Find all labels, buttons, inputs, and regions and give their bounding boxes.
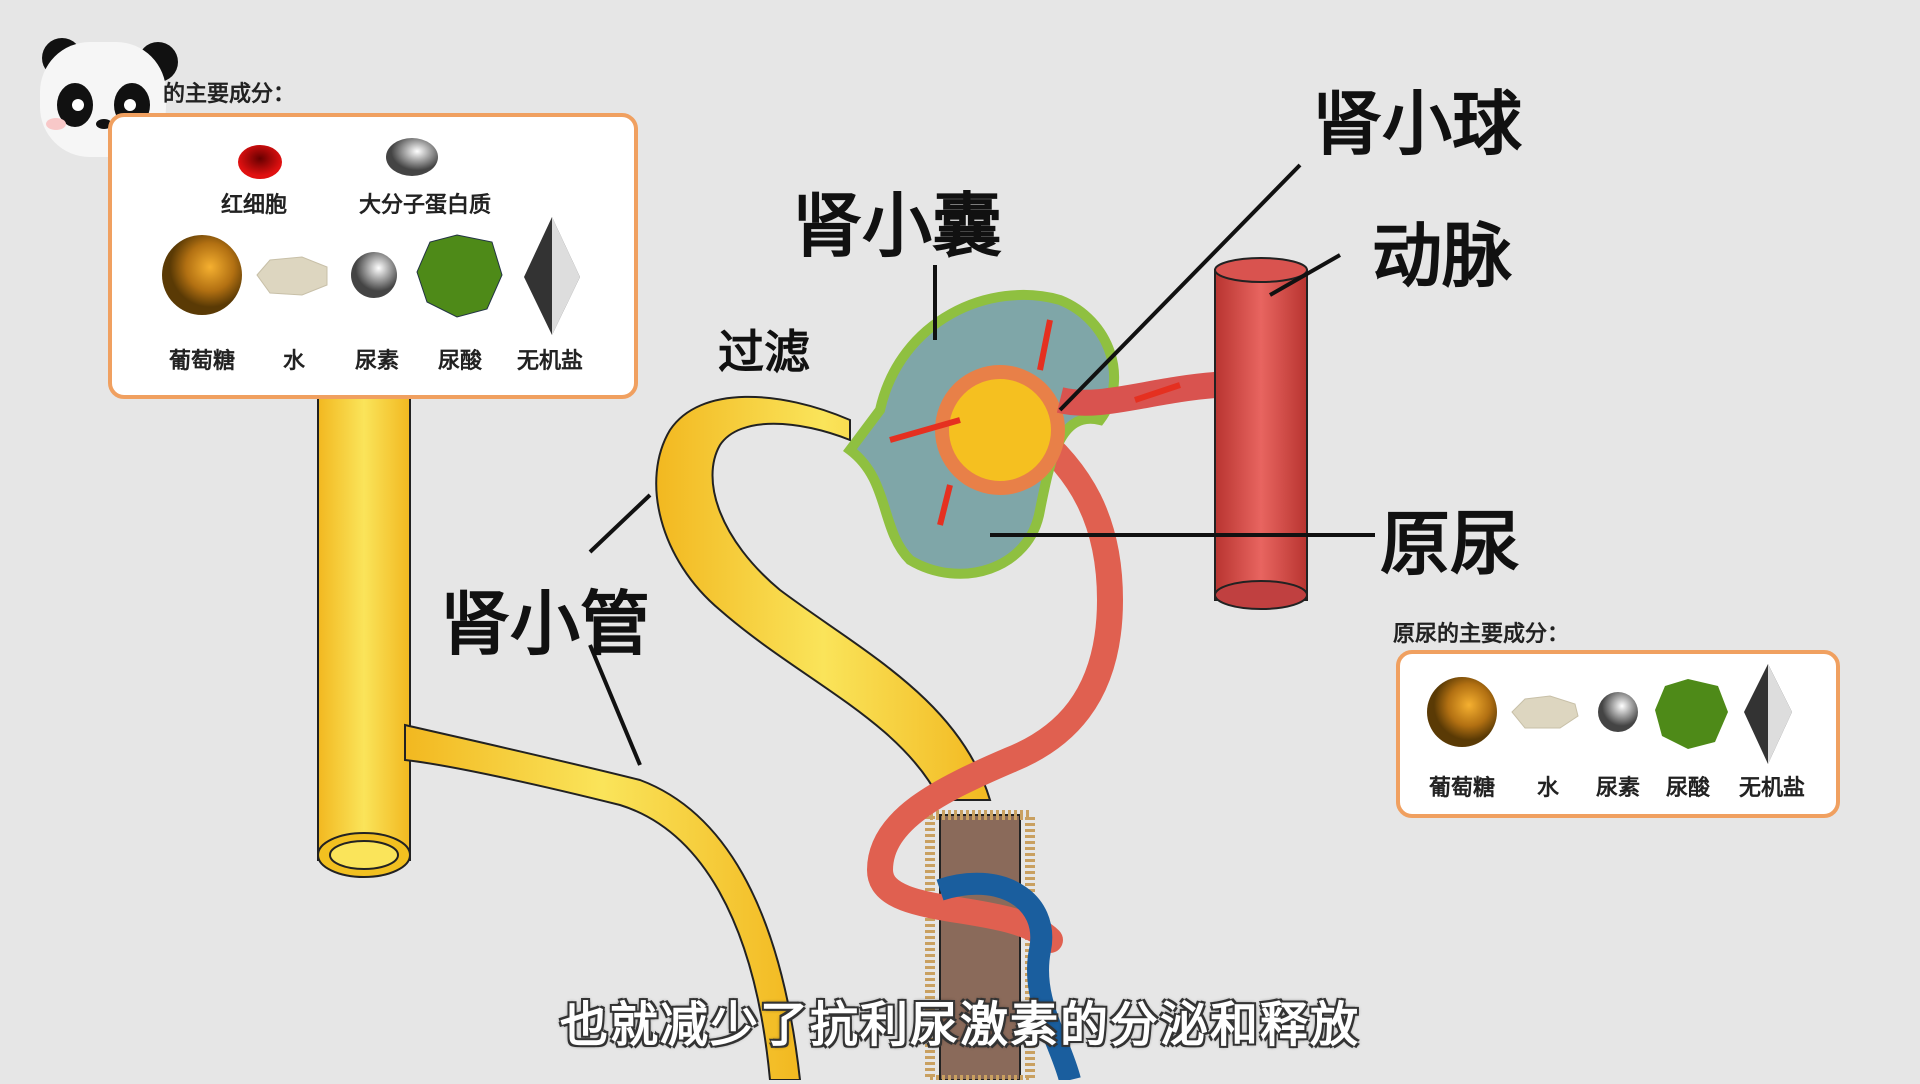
collecting-duct <box>317 389 802 1081</box>
component-icons <box>162 138 580 335</box>
item-protein: 大分子蛋白质 <box>358 193 491 218</box>
label-artery: 动脉 <box>1372 215 1512 297</box>
item-water: 水 <box>1536 776 1559 801</box>
label-filtration: 过滤 <box>718 325 810 379</box>
urea-icon <box>1598 692 1638 732</box>
urine-component-icons <box>1427 664 1792 764</box>
item-salt: 无机盐 <box>516 349 583 374</box>
protein-icon <box>386 138 438 176</box>
red-blood-cell-icon <box>238 145 282 179</box>
flow-arrows <box>889 319 1181 526</box>
item-glucose: 葡萄糖 <box>1428 776 1495 801</box>
urea-icon <box>351 252 397 298</box>
uric-acid-icon <box>416 234 503 318</box>
leader-lines <box>588 163 1375 766</box>
water-icon <box>256 256 328 296</box>
item-glucose: 葡萄糖 <box>168 349 235 374</box>
item-urea: 尿素 <box>354 349 399 374</box>
item-salt: 无机盐 <box>1738 776 1805 801</box>
blood-panel-title: 的主要成分： <box>163 82 296 107</box>
item-rbc: 红细胞 <box>220 193 287 218</box>
vein-segment <box>936 872 1081 1083</box>
water-icon <box>1511 695 1579 729</box>
item-urea: 尿素 <box>1595 776 1640 801</box>
label-primary-urine: 原尿 <box>1380 503 1520 585</box>
label-tubule: 肾小管 <box>440 583 650 665</box>
artery-vessel <box>1056 257 1308 610</box>
glucose-icon <box>162 235 242 315</box>
renal-capsule <box>843 289 1120 579</box>
label-capsule: 肾小囊 <box>792 185 1002 267</box>
blood-components-panel: 红细胞 大分子蛋白质 葡萄糖 水 尿素 尿酸 无机盐 <box>108 113 638 399</box>
glucose-icon <box>1427 677 1497 747</box>
urine-panel-title: 原尿的主要成分： <box>1393 622 1570 647</box>
item-water: 水 <box>282 349 305 374</box>
uric-acid-icon <box>1655 679 1728 749</box>
urine-components-panel: 葡萄糖 水 尿素 尿酸 无机盐 <box>1396 650 1840 818</box>
item-uric-acid: 尿酸 <box>1665 776 1710 801</box>
item-uric-acid: 尿酸 <box>437 349 482 374</box>
subtitle-caption: 也就减少了抗利尿激素的分泌和释放 <box>559 997 1360 1053</box>
label-glomerulus: 肾小球 <box>1312 83 1522 165</box>
